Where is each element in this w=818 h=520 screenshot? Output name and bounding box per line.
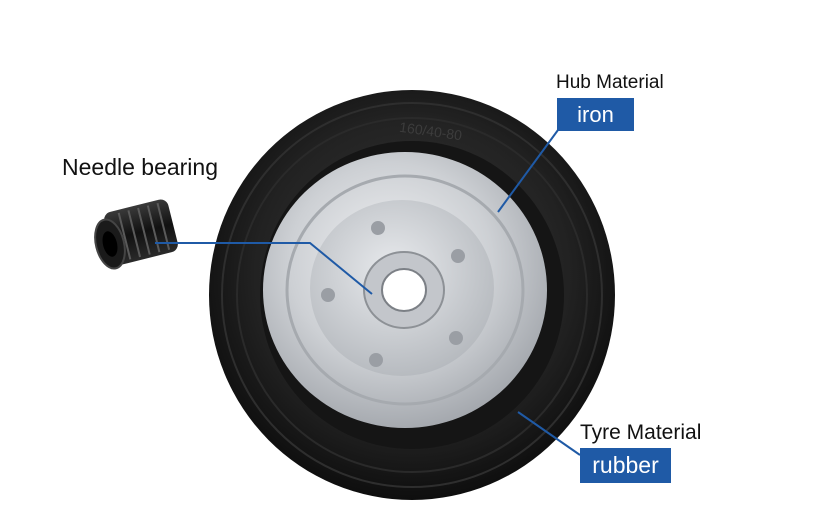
axle-hole (381, 268, 427, 312)
leader-lines (155, 129, 581, 456)
needle-bearing-label: Needle bearing (62, 154, 219, 180)
tyre-material-label: Tyre Material (580, 421, 702, 444)
hub (263, 152, 547, 428)
tyre-leader-line (517, 411, 581, 456)
hub-bolt (451, 249, 465, 263)
tyre-ridge-outer (221, 102, 603, 488)
needle-bearing (94, 199, 178, 270)
hub-material-value: iron (557, 98, 634, 131)
tyre-ridge-mid (236, 117, 588, 473)
needle-leader-line (155, 242, 373, 295)
bearing-bore (102, 231, 118, 257)
hub-bolt (321, 288, 335, 302)
hub-bolt (369, 353, 383, 367)
hub-material-label: Hub Material (556, 72, 664, 93)
hub-leader-line (497, 129, 559, 213)
hub-bolt (371, 221, 385, 235)
hub-ring (285, 174, 525, 406)
hub-bolt (449, 331, 463, 345)
tyre-material-value: rubber (580, 448, 671, 483)
